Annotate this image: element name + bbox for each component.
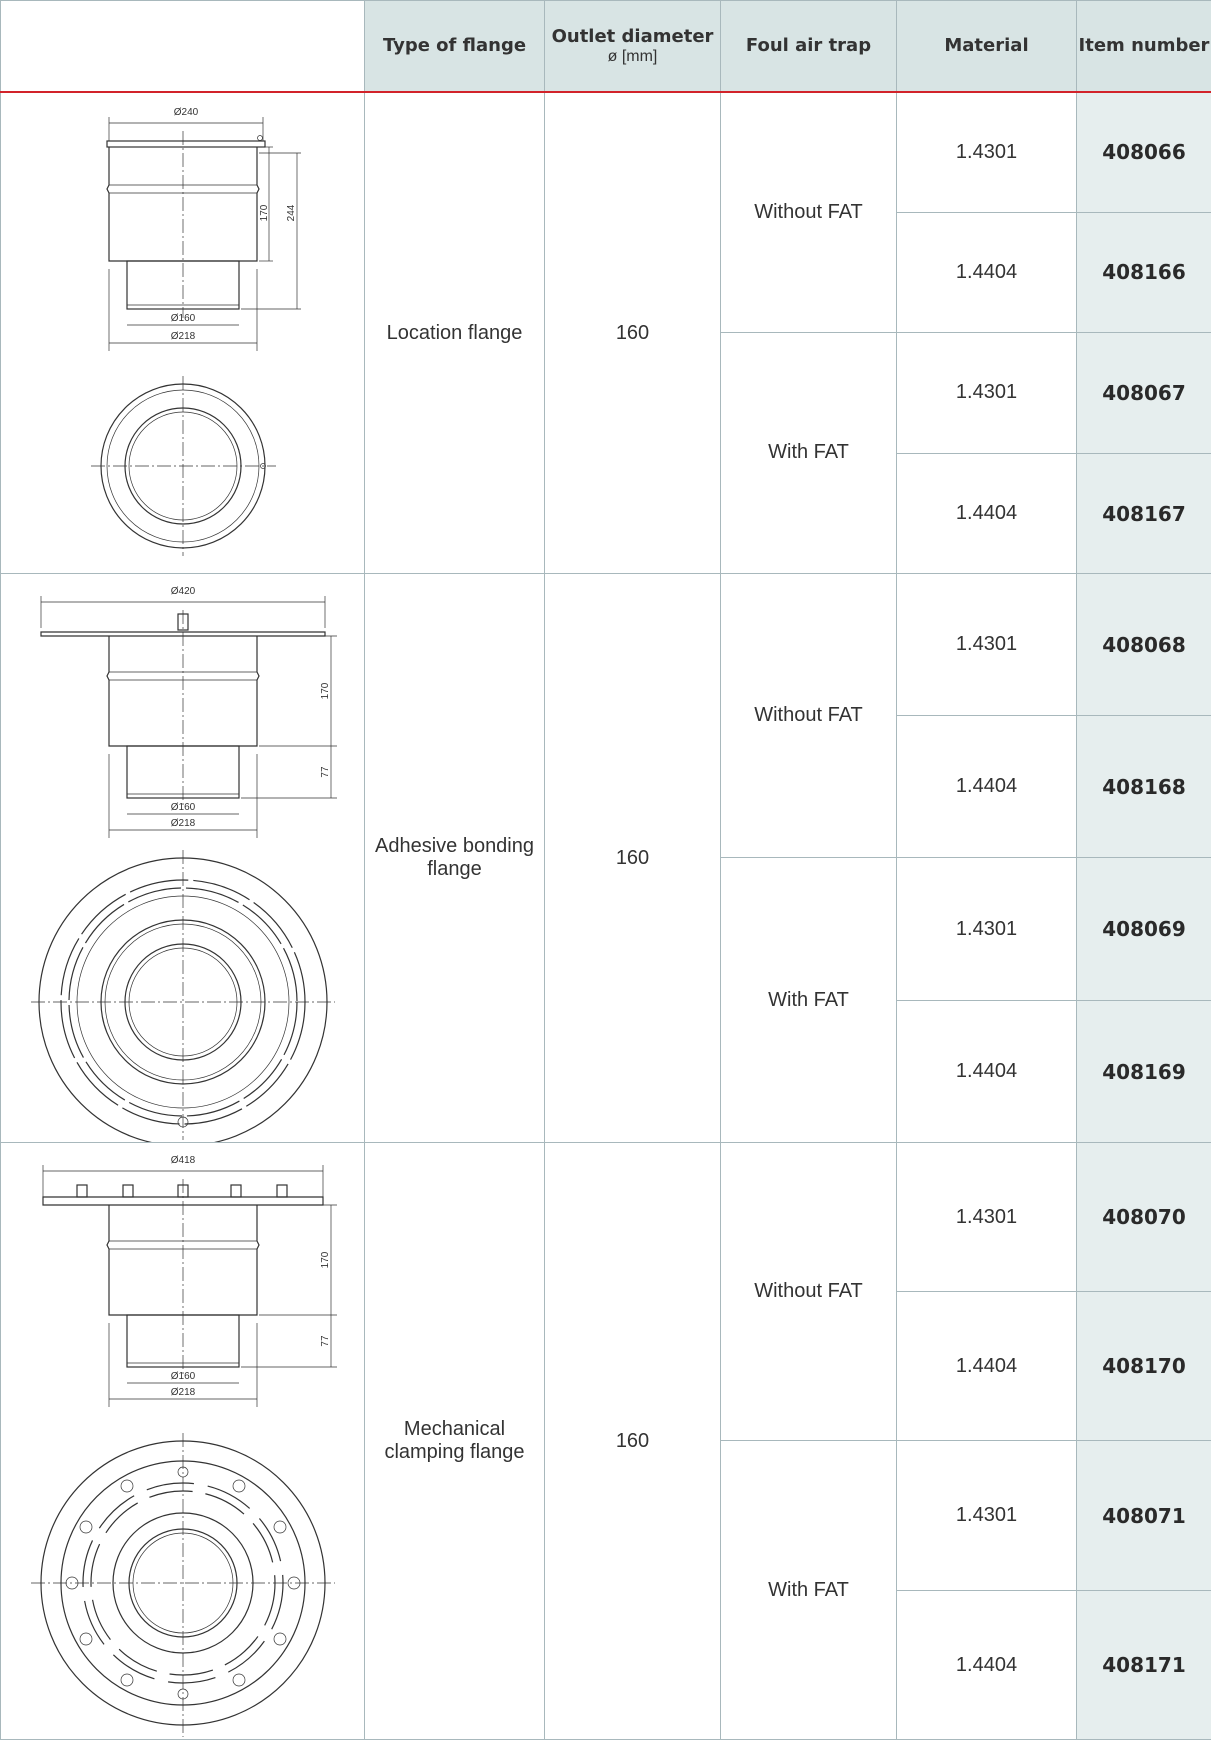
- header-material: Material: [896, 0, 1077, 93]
- material-cell: 1.4301: [896, 857, 1077, 1001]
- foul-air-trap-cell: Without FAT: [720, 573, 897, 858]
- item-number-cell: 408168: [1076, 715, 1211, 858]
- dim-height-170-location: 170: [259, 204, 270, 221]
- dim-height-77-mechanical: 77: [320, 1335, 331, 1347]
- foul-air-trap-cell: Without FAT: [720, 91, 897, 333]
- item-number-cell: 408069: [1076, 857, 1211, 1001]
- item-number-cell: 408070: [1076, 1142, 1211, 1292]
- header-item-number: Item number: [1076, 0, 1211, 93]
- dim-top-adhesive: Ø420: [171, 586, 196, 597]
- material-cell: 1.4404: [896, 715, 1077, 858]
- dim-top-mechanical: Ø418: [171, 1155, 196, 1166]
- dim-inner-adhesive: Ø160: [171, 802, 196, 813]
- material-cell: 1.4404: [896, 453, 1077, 574]
- material-cell: 1.4404: [896, 1291, 1077, 1441]
- item-number-cell: 408067: [1076, 331, 1211, 454]
- material-cell: 1.4301: [896, 1440, 1077, 1591]
- foul-air-trap-cell: With FAT: [720, 857, 897, 1143]
- table-row: 1.4404 408167: [1, 453, 1211, 574]
- item-number-cell: 408171: [1076, 1590, 1211, 1740]
- item-number-cell: 408071: [1076, 1440, 1211, 1591]
- material-cell: 1.4404: [896, 1000, 1077, 1143]
- table-row: 1.4404 408169: [1, 1000, 1211, 1143]
- outlet-diameter-cell: 160: [544, 91, 721, 574]
- item-number-cell: 408170: [1076, 1291, 1211, 1441]
- drawing-location-flange-svg: Ø240 170 244: [91, 107, 301, 556]
- flange-type-cell: Mechanical clamping flange: [364, 1142, 545, 1740]
- item-number-cell: 408169: [1076, 1000, 1211, 1143]
- dim-top-location: Ø240: [174, 107, 199, 118]
- drawing-mechanical-flange-svg: Ø418 170: [31, 1155, 337, 1737]
- foul-air-trap-cell: With FAT: [720, 331, 897, 574]
- dim-outer-adhesive: Ø218: [171, 818, 196, 829]
- item-number-cell: 408066: [1076, 91, 1211, 213]
- flange-type-cell: Adhesive bonding flange: [364, 573, 545, 1143]
- drawing-location-flange: Ø240 170 244: [0, 91, 365, 574]
- table-row: With FAT 1.4301 408067: [1, 331, 1211, 574]
- table-row: Ø240 170 244: [0, 91, 1211, 574]
- table-row: Ø418 170: [0, 1142, 1211, 1740]
- material-cell: 1.4301: [896, 1142, 1077, 1292]
- header-drawing: [0, 0, 365, 93]
- material-cell: 1.4301: [896, 573, 1077, 716]
- header-type-of-flange: Type of flange: [364, 0, 545, 93]
- dim-inner-mechanical: Ø160: [171, 1371, 196, 1382]
- drawing-adhesive-flange-svg: Ø420 170 77 Ø160: [31, 586, 337, 1142]
- table-row: Ø420 170 77 Ø160: [0, 573, 1211, 1143]
- foul-air-trap-cell: With FAT: [720, 1440, 897, 1740]
- dim-outer-mechanical: Ø218: [171, 1387, 196, 1398]
- material-cell: 1.4404: [896, 211, 1077, 333]
- material-cell: 1.4404: [896, 1590, 1077, 1740]
- table-row: 1.4404 408171: [1, 1590, 1211, 1740]
- item-number-cell: 408166: [1076, 211, 1211, 333]
- header-outlet-unit: ø [mm]: [607, 48, 658, 66]
- item-number-cell: 408068: [1076, 573, 1211, 716]
- dim-height-77-adhesive: 77: [320, 766, 331, 778]
- drawing-adhesive-flange: Ø420 170 77 Ø160: [0, 573, 365, 1143]
- foul-air-trap-cell: Without FAT: [720, 1142, 897, 1441]
- outlet-diameter-cell: 160: [544, 1142, 721, 1740]
- table-row: With FAT 1.4301 408071: [1, 1440, 1211, 1740]
- table-row: 1.4404 408168: [1, 715, 1211, 858]
- header-foul-air-trap: Foul air trap: [720, 0, 897, 93]
- item-number-cell: 408167: [1076, 453, 1211, 574]
- dim-inner-location: Ø160: [171, 313, 196, 324]
- dim-height-170-mechanical: 170: [320, 1251, 331, 1268]
- table-row: With FAT 1.4301 408069: [1, 857, 1211, 1143]
- dim-height-170-adhesive: 170: [320, 682, 331, 699]
- flange-type-cell: Location flange: [364, 91, 545, 574]
- outlet-diameter-cell: 160: [544, 573, 721, 1143]
- table-row: 1.4404 408166: [1, 211, 1211, 333]
- drawing-mechanical-flange: Ø418 170: [0, 1142, 365, 1740]
- header-outlet-diameter-label: Outlet diameter: [551, 25, 714, 47]
- table-row: 1.4404 408170: [1, 1291, 1211, 1441]
- material-cell: 1.4301: [896, 331, 1077, 454]
- material-cell: 1.4301: [896, 91, 1077, 213]
- dim-height-244-location: 244: [286, 204, 297, 221]
- dim-outer-location: Ø218: [171, 331, 196, 342]
